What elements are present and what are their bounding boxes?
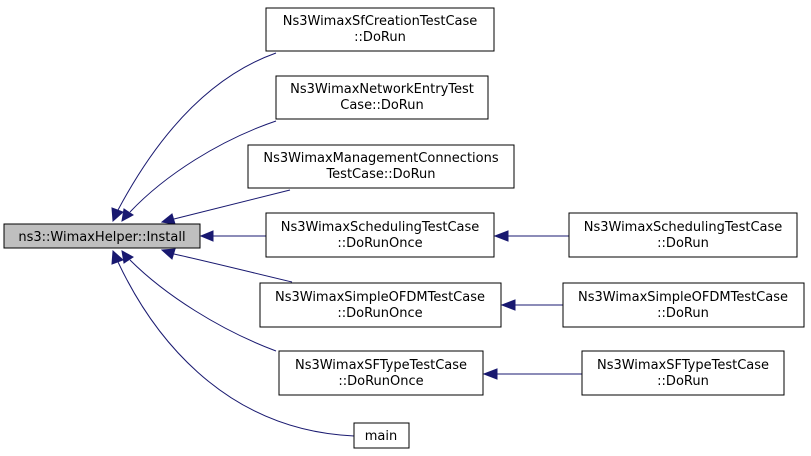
node-label: main [365,429,397,444]
edge-sftype-dorun-to-sftype [482,368,582,380]
edge-simpleofdm-dorun-to-simpleofdm [500,299,563,311]
node-label-line-1: Ns3WimaxNetworkEntryTest [290,82,474,97]
node-label-line-2: ::DoRun [354,30,406,45]
node-label-line-1: Ns3WimaxSFTypeTestCase [597,358,769,373]
edge-networkentry-to-install [121,120,277,222]
node-simpleofdm-dorun[interactable]: Ns3WimaxSimpleOFDMTestCase ::DoRun [562,282,805,328]
edge-simpleofdm-to-install [160,248,293,283]
node-main[interactable]: main [353,422,410,449]
node-scheduling-dorunonce[interactable]: Ns3WimaxSchedulingTestCase ::DoRunOnce [265,212,495,258]
node-scheduling-dorun[interactable]: Ns3WimaxSchedulingTestCase ::DoRun [568,212,798,258]
node-sfcreation-dorun[interactable]: Ns3WimaxSfCreationTestCase ::DoRun [265,7,495,52]
node-label-line-2: ::DoRunOnce [337,306,422,321]
node-label-line-1: Ns3WimaxSimpleOFDMTestCase [578,290,788,305]
edges [111,52,582,437]
node-wimaxhelper-install[interactable]: ns3::WimaxHelper::Install [3,223,201,249]
edge-mgmtconn-to-install [160,189,291,225]
node-simpleofdm-dorunonce[interactable]: Ns3WimaxSimpleOFDMTestCase ::DoRunOnce [259,282,502,328]
node-sftype-dorun[interactable]: Ns3WimaxSFTypeTestCase ::DoRun [581,350,785,396]
node-label-line-1: Ns3WimaxSfCreationTestCase [283,14,478,29]
node-label-line-1: Ns3WimaxSchedulingTestCase [584,220,783,235]
edge-sftype-to-install [121,250,277,352]
node-label-line-1: Ns3WimaxSFTypeTestCase [295,358,467,373]
node-label-line-1: Ns3WimaxSchedulingTestCase [281,220,480,235]
node-label-line-2: ::DoRun [657,236,709,251]
node-label-line-1: Ns3WimaxSimpleOFDMTestCase [275,290,485,305]
node-label-line-2: ::DoRun [657,306,709,321]
node-label-line-2: ::DoRunOnce [338,374,423,389]
node-mgmtconn-dorun[interactable]: Ns3WimaxManagementConnections TestCase::… [247,144,515,189]
node-label-line-1: Ns3WimaxManagementConnections [263,151,498,166]
edge-scheduling-dorun-to-scheduling [493,230,569,242]
edge-scheduling-to-install [199,230,266,242]
node-networkentry-dorun[interactable]: Ns3WimaxNetworkEntryTest Case::DoRun [275,75,489,120]
node-label-line-2: ::DoRun [657,374,709,389]
node-label-line-2: Case::DoRun [340,98,423,113]
edge-sfcreation-to-install [111,52,277,223]
node-label-line-2: TestCase::DoRun [325,167,435,182]
edge-main-to-install [111,249,355,437]
node-label-line-2: ::DoRunOnce [337,236,422,251]
node-sftype-dorunonce[interactable]: Ns3WimaxSFTypeTestCase ::DoRunOnce [278,350,484,396]
node-label: ns3::WimaxHelper::Install [18,230,185,245]
